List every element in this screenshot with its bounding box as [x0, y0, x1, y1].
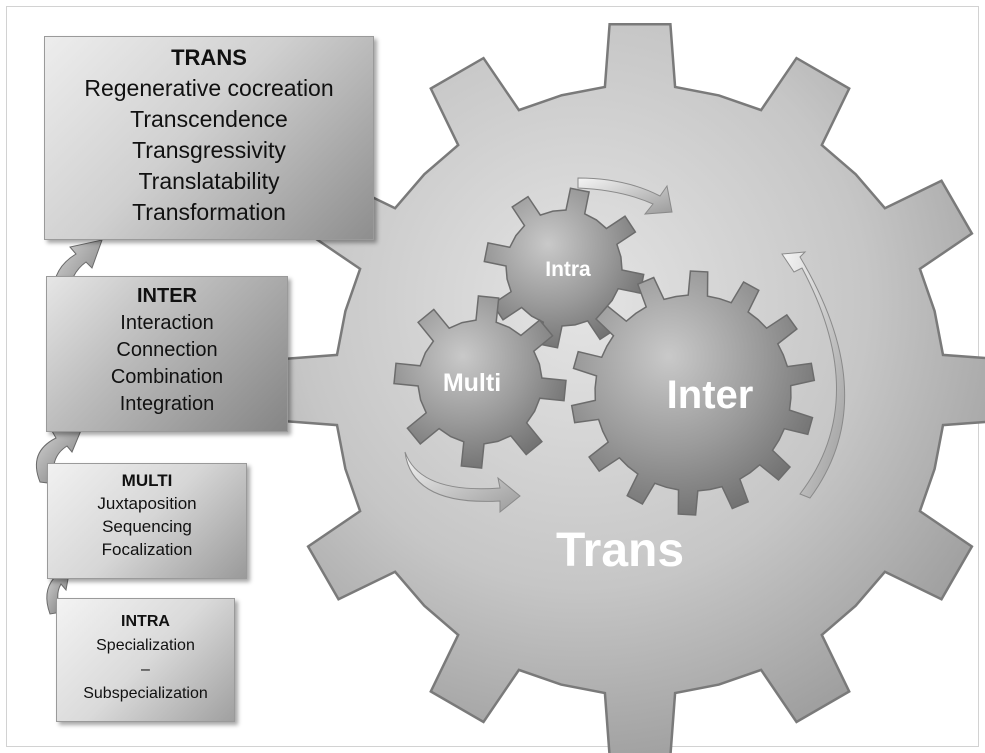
intra-gear-label: Intra — [545, 258, 591, 281]
inter-item: Interaction — [120, 312, 214, 334]
trans-box: TRANS Regenerative cocreation Transcende… — [44, 36, 374, 240]
multi-item: Juxtaposition — [97, 494, 197, 513]
multi-item: Sequencing — [102, 517, 192, 536]
arrow-multi-to-trans — [404, 451, 521, 514]
intra-item: – — [141, 661, 150, 678]
inter-item: Connection — [116, 339, 218, 361]
inter-item: Integration — [119, 393, 215, 415]
inter-item: Combination — [110, 366, 224, 388]
arrow-trans-to-intra — [781, 251, 846, 499]
multi-gear — [393, 295, 567, 469]
intra-box-title: INTRA — [121, 613, 170, 630]
multi-item: Focalization — [101, 540, 193, 559]
inter-box-title: INTER — [137, 285, 197, 307]
intra-gear — [483, 187, 645, 349]
intra-box: INTRA Specialization – Subspecialization — [56, 598, 235, 722]
trans-item: Transformation — [132, 199, 286, 225]
trans-gear-label: Trans — [556, 524, 684, 577]
multi-box-title: MULTI — [121, 471, 173, 490]
trans-item: Translatability — [138, 168, 280, 194]
arrow-intra-to-inter — [577, 177, 673, 215]
inter-gear-label: Inter — [667, 373, 754, 417]
multi-gear-label: Multi — [443, 369, 501, 397]
trans-box-title: TRANS — [171, 45, 247, 70]
intra-item: Subspecialization — [83, 685, 208, 702]
intra-item: Specialization — [96, 637, 195, 654]
trans-item: Transcendence — [130, 106, 288, 132]
multi-box: MULTI Juxtaposition Sequencing Focalizat… — [47, 463, 247, 579]
trans-item: Transgressivity — [132, 137, 286, 163]
trans-item: Regenerative cocreation — [84, 75, 334, 101]
inter-box: INTER Interaction Connection Combination… — [46, 276, 288, 432]
inter-gear — [570, 270, 816, 516]
